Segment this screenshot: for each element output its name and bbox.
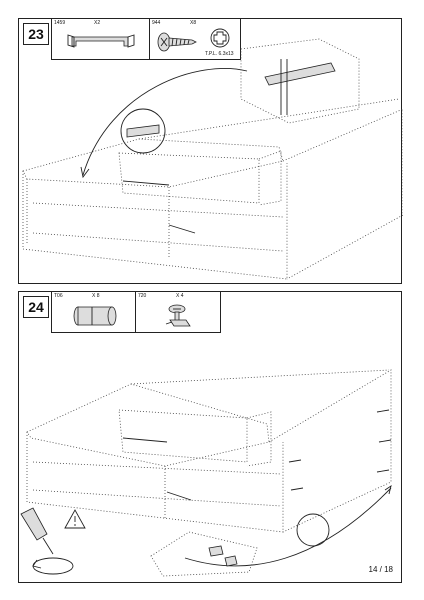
parts-box: 1459 X2 944 X8 T.P.L. 6.3x13 [51, 19, 241, 60]
detail-magnifier [296, 513, 330, 547]
step-number: 23 [23, 23, 49, 45]
dowel-icon [73, 306, 117, 326]
part-qty: X 8 [92, 293, 100, 299]
part-code: T06 [54, 293, 63, 299]
bracket-detail [264, 62, 336, 86]
cam-lock-icon [165, 304, 191, 327]
detail-magnifier [120, 108, 166, 154]
step-23-panel: 23 1459 X2 944 X8 T.P.L. 6.3x13 [18, 18, 403, 284]
page-number: 14 / 18 [368, 565, 393, 574]
part-code: 720 [138, 293, 147, 299]
bracket-icon [67, 34, 135, 48]
screw-icon [157, 32, 197, 52]
detail-arrow [82, 68, 248, 176]
step-24-assembly-drawing [20, 369, 392, 577]
parts-box: T06 X 8 720 X 4 [51, 292, 221, 333]
step-23-assembly-drawing [22, 38, 403, 280]
part-code: 1459 [54, 20, 66, 26]
warning-icon [64, 509, 86, 529]
part-qty: X 4 [176, 293, 184, 299]
step-24-panel: 24 T06 X 8 720 X 4 [18, 291, 402, 583]
screwdriver-tool-icon [20, 507, 48, 541]
part-cell-720: 720 X 4 [136, 292, 220, 332]
part-qty: X8 [190, 20, 197, 26]
phillips-screwdriver-icon [210, 28, 230, 48]
screw-size-label: T.P.L. 6.3x13 [205, 51, 234, 57]
detail-arrow [184, 487, 392, 567]
part-qty: X2 [94, 20, 101, 26]
part-cell-t06: T06 X 8 [52, 292, 136, 332]
part-cell-944: 944 X8 T.P.L. 6.3x13 [150, 19, 240, 59]
part-code: 944 [152, 20, 161, 26]
part-cell-1459: 1459 X2 [52, 19, 150, 59]
step-number: 24 [23, 296, 49, 318]
rotate-arrow-icon [32, 557, 74, 575]
